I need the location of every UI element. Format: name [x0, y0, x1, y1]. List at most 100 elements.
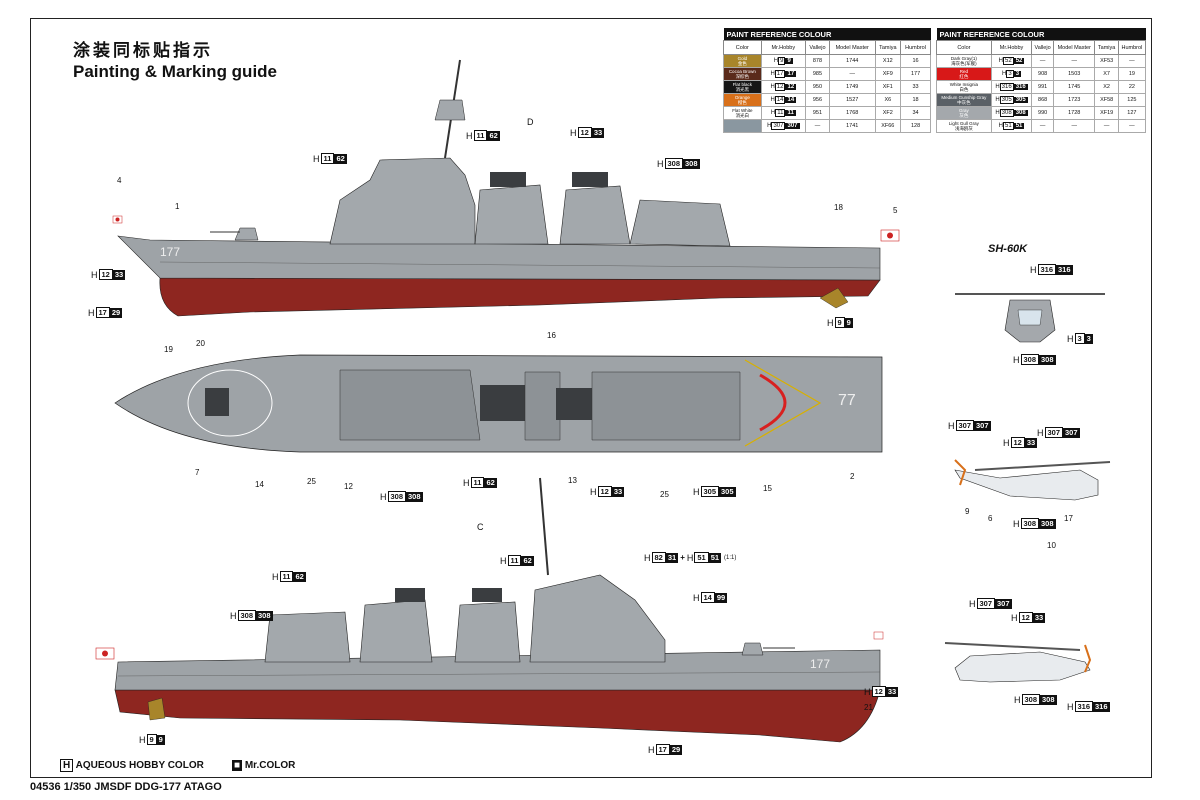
part-number-label: 21 [864, 703, 873, 712]
part-number-label: 20 [196, 339, 205, 348]
column-header: Mr.Hobby [760, 40, 807, 55]
part-number-label: 16 [547, 331, 556, 340]
part-number-label: 1 [175, 202, 180, 211]
helicopter-side-view-2 [944, 642, 1092, 683]
part-number-label: 25 [660, 490, 669, 499]
part-number-label: 18 [834, 203, 843, 212]
column-header: Humbrol [900, 40, 931, 55]
paint-vallejo: — [1031, 119, 1055, 133]
column-header: Model Master [828, 40, 876, 55]
helicopter-title: SH-60K [988, 243, 1028, 255]
color-swatch [723, 119, 762, 133]
deck-number: 77 [838, 392, 856, 409]
paint-tamiya: XF66 [874, 119, 902, 133]
paint-mm: 1741 [828, 119, 876, 133]
label-c: C [477, 522, 484, 532]
label-d: D [527, 117, 534, 127]
hull-number-top: 177 [160, 245, 181, 259]
part-number-label: 4 [117, 176, 122, 185]
ship-side-view-bottom [95, 477, 884, 743]
paint-table-header: PAINT REFERENCE COLOUR [723, 28, 931, 41]
column-header: Tamiya [1094, 40, 1119, 55]
part-number-label: 14 [255, 480, 264, 489]
column-header: Vallejo [805, 40, 830, 55]
part-number-label: 12 [344, 482, 353, 491]
paint-table-header: PAINT REFERENCE COLOUR [936, 28, 1146, 41]
color-swatch: Dark Gray(1)海灰色(军舰) [936, 54, 992, 68]
paint-humbrol: 128 [900, 119, 931, 133]
ship-side-view-top [112, 59, 900, 317]
ship-plan-view [114, 354, 883, 453]
paint-humbrol: — [1117, 119, 1147, 133]
footer-product: 04536 1/350 JMSDF DDG-177 ATAGO [30, 781, 222, 793]
part-number-label: 15 [763, 484, 772, 493]
part-number-label: 6 [988, 514, 993, 523]
paint-tamiya: X2 [1094, 80, 1119, 94]
paint-vallejo: 950 [805, 80, 830, 94]
helicopter-front-view [955, 293, 1105, 343]
part-number-label: 9 [965, 507, 970, 516]
hull-number-bottom: 177 [810, 657, 831, 671]
part-number-label: 5 [893, 206, 898, 215]
page-title-cn: 涂装同标贴指示 [73, 41, 213, 61]
column-header: Color [723, 40, 762, 55]
part-number-label: 7 [195, 468, 200, 477]
part-number-label: 17 [1064, 514, 1073, 523]
part-number-label: 19 [164, 345, 173, 354]
part-number-label: 10 [1047, 541, 1056, 550]
page-title-en: Painting & Marking guide [73, 62, 278, 81]
part-number-label: 25 [307, 477, 316, 486]
paint-tamiya: — [1094, 119, 1119, 133]
